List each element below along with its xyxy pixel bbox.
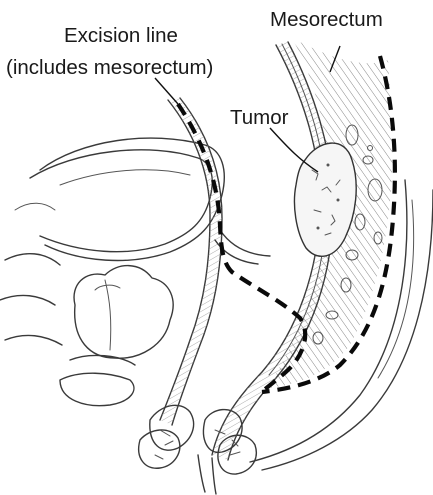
prostate	[74, 266, 173, 359]
anterior-wall	[160, 98, 270, 425]
excision-line-label: Excision line	[64, 24, 178, 47]
tumor-label: Tumor	[230, 106, 289, 129]
excision-line-sublabel: (includes mesorectum)	[6, 56, 213, 79]
bladder	[30, 138, 224, 260]
excision-leader	[155, 78, 178, 104]
pelvic-floor	[0, 203, 135, 405]
mesorectum-label: Mesorectum	[270, 8, 383, 31]
